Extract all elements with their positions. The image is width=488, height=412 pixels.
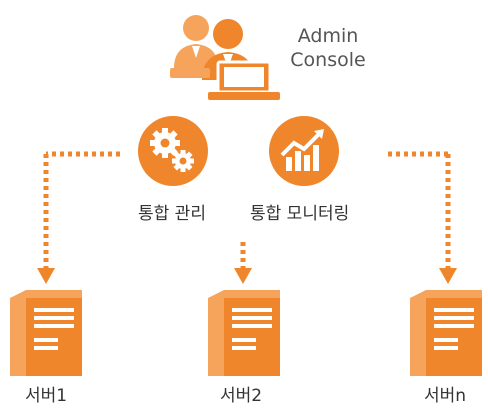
- server-icon-1: [10, 290, 82, 376]
- server-label-1: 서버1: [25, 386, 68, 406]
- server-label-2: 서버2: [220, 386, 263, 406]
- gears-icon: [138, 116, 208, 186]
- server-icon-n: [410, 290, 482, 376]
- arrowhead-right: [439, 268, 457, 284]
- admin-console-line2: Console: [290, 49, 366, 71]
- server-icon-2: [208, 290, 280, 376]
- chart-up-icon: [269, 116, 339, 186]
- admin-console-line1: Admin: [297, 25, 359, 47]
- admin-users-icon: [170, 15, 280, 100]
- monitoring-label: 통합 모니터링: [250, 204, 350, 224]
- admin-console-label: Admin Console: [286, 24, 370, 72]
- management-label: 통합 관리: [138, 204, 206, 224]
- server-label-n: 서버n: [424, 386, 467, 406]
- arrowhead-left: [37, 268, 55, 284]
- arrowhead-middle: [234, 268, 252, 284]
